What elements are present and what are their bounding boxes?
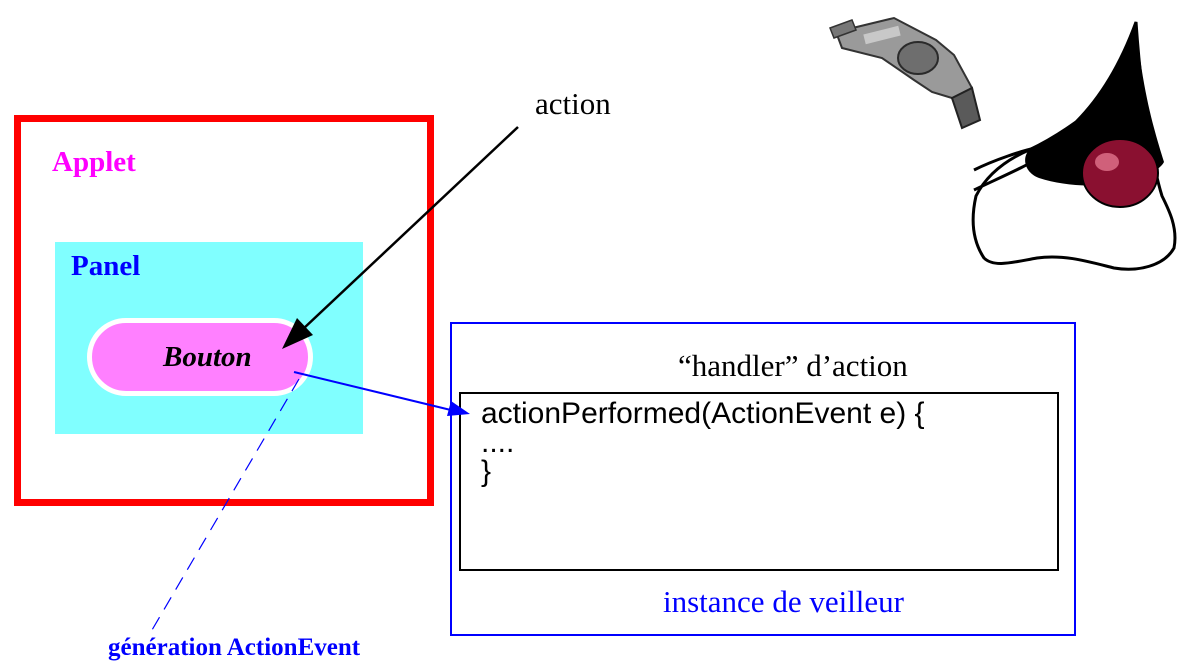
code-line-1: actionPerformed(ActionEvent e) { (481, 397, 925, 430)
panel-label: Panel (71, 250, 141, 282)
bouton-shape[interactable] (87, 318, 313, 396)
dispatch-arrow (293, 371, 470, 416)
listener-instance-box (450, 322, 1076, 636)
generation-label: génération ActionEvent (108, 634, 361, 661)
applet-label: Applet (52, 146, 136, 178)
java-duke-mascot-with-revolver-icon (829, 16, 1177, 271)
instance-label: instance de veilleur (663, 584, 905, 619)
event-generation-dashed-line (151, 378, 300, 631)
method-code: actionPerformed(ActionEvent e) { .... } (481, 397, 925, 488)
code-line-3: } (481, 455, 492, 488)
applet-frame (14, 115, 434, 506)
action-label: action (535, 86, 611, 121)
code-line-2: .... (481, 426, 515, 459)
bouton-label: Bouton (163, 341, 252, 373)
revolver-icon (829, 16, 982, 130)
method-box (459, 392, 1059, 571)
action-arrow (282, 126, 519, 349)
handler-title: “handler” d’action (678, 348, 908, 383)
